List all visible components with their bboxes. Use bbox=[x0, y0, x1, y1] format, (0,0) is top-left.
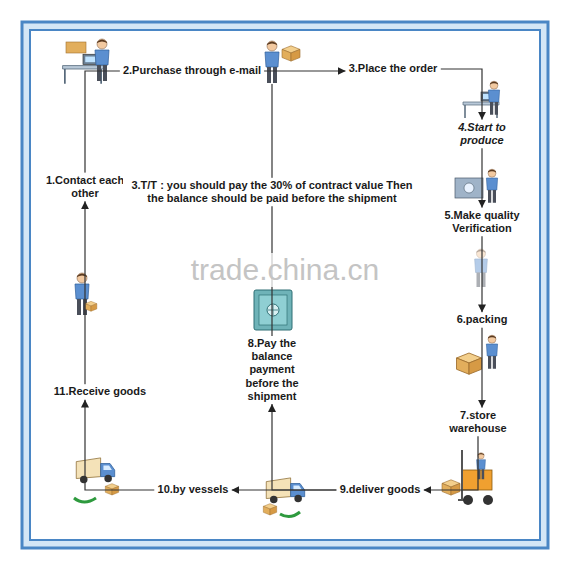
step-label: 7.store warehouse bbox=[432, 408, 524, 436]
quality-check-icon bbox=[455, 169, 498, 203]
step-label: 1.Contact each other bbox=[39, 173, 131, 201]
flow-arrow bbox=[85, 71, 120, 173]
receiver-icon bbox=[75, 273, 97, 315]
step-label: 4.Start to produce bbox=[442, 120, 522, 148]
step-text: 4.Start to produce bbox=[445, 121, 519, 147]
step-label: 10.by vessels bbox=[155, 482, 232, 497]
office-desk-icon bbox=[63, 39, 109, 84]
flow-arrow bbox=[423, 436, 478, 490]
worker-icon bbox=[475, 249, 488, 287]
step-label: 6.packing bbox=[454, 312, 511, 327]
link-line bbox=[271, 84, 272, 180]
delivery-truck-icon bbox=[263, 478, 304, 517]
order-desk-icon bbox=[463, 81, 500, 118]
inner-frame bbox=[30, 30, 540, 540]
step-text: 8.Pay the balance payment before the shi… bbox=[243, 337, 301, 403]
watermark: trade.china.cn bbox=[185, 253, 385, 287]
step-label: 3.T/T : you should pay the 30% of contra… bbox=[123, 178, 421, 206]
step-label: 5.Make quality Verification bbox=[438, 208, 526, 236]
flow-arrow bbox=[85, 400, 155, 490]
flow-arrow bbox=[440, 69, 482, 120]
packing-icon bbox=[457, 335, 498, 374]
step-label: 3.Place the order bbox=[346, 61, 441, 76]
flow-arrow bbox=[481, 236, 482, 312]
step-label: 2.Purchase through e-mail bbox=[120, 63, 264, 78]
step-text: 7.store warehouse bbox=[435, 409, 521, 435]
step-label: 9.deliver goods bbox=[337, 482, 424, 497]
step-text: 6.packing bbox=[457, 313, 508, 326]
step-text: 10.by vessels bbox=[158, 483, 229, 496]
safe-icon bbox=[254, 290, 292, 330]
step-text: 11.Receive goods bbox=[54, 385, 146, 398]
step-label: 8.Pay the balance payment before the shi… bbox=[240, 336, 304, 404]
flow-arrow bbox=[264, 70, 346, 71]
step-text: 5.Make quality Verification bbox=[441, 209, 523, 235]
forklift-icon bbox=[442, 450, 493, 505]
flow-arrow bbox=[481, 148, 482, 208]
vessel-truck-icon bbox=[74, 458, 119, 502]
step-text: 3.T/T : you should pay the 30% of contra… bbox=[126, 179, 418, 205]
flow-arrow bbox=[481, 328, 482, 408]
outer-frame bbox=[22, 22, 548, 548]
flow-arrow bbox=[84, 201, 85, 384]
step-label: 11.Receive goods bbox=[51, 384, 149, 399]
step-text: 2.Purchase through e-mail bbox=[123, 64, 261, 77]
step-text: 1.Contact each other bbox=[42, 174, 128, 200]
step-text: 3.Place the order bbox=[349, 62, 438, 75]
step-text: 9.deliver goods bbox=[340, 483, 421, 496]
flow-arrow bbox=[272, 404, 337, 490]
buyer-icon bbox=[265, 41, 300, 83]
